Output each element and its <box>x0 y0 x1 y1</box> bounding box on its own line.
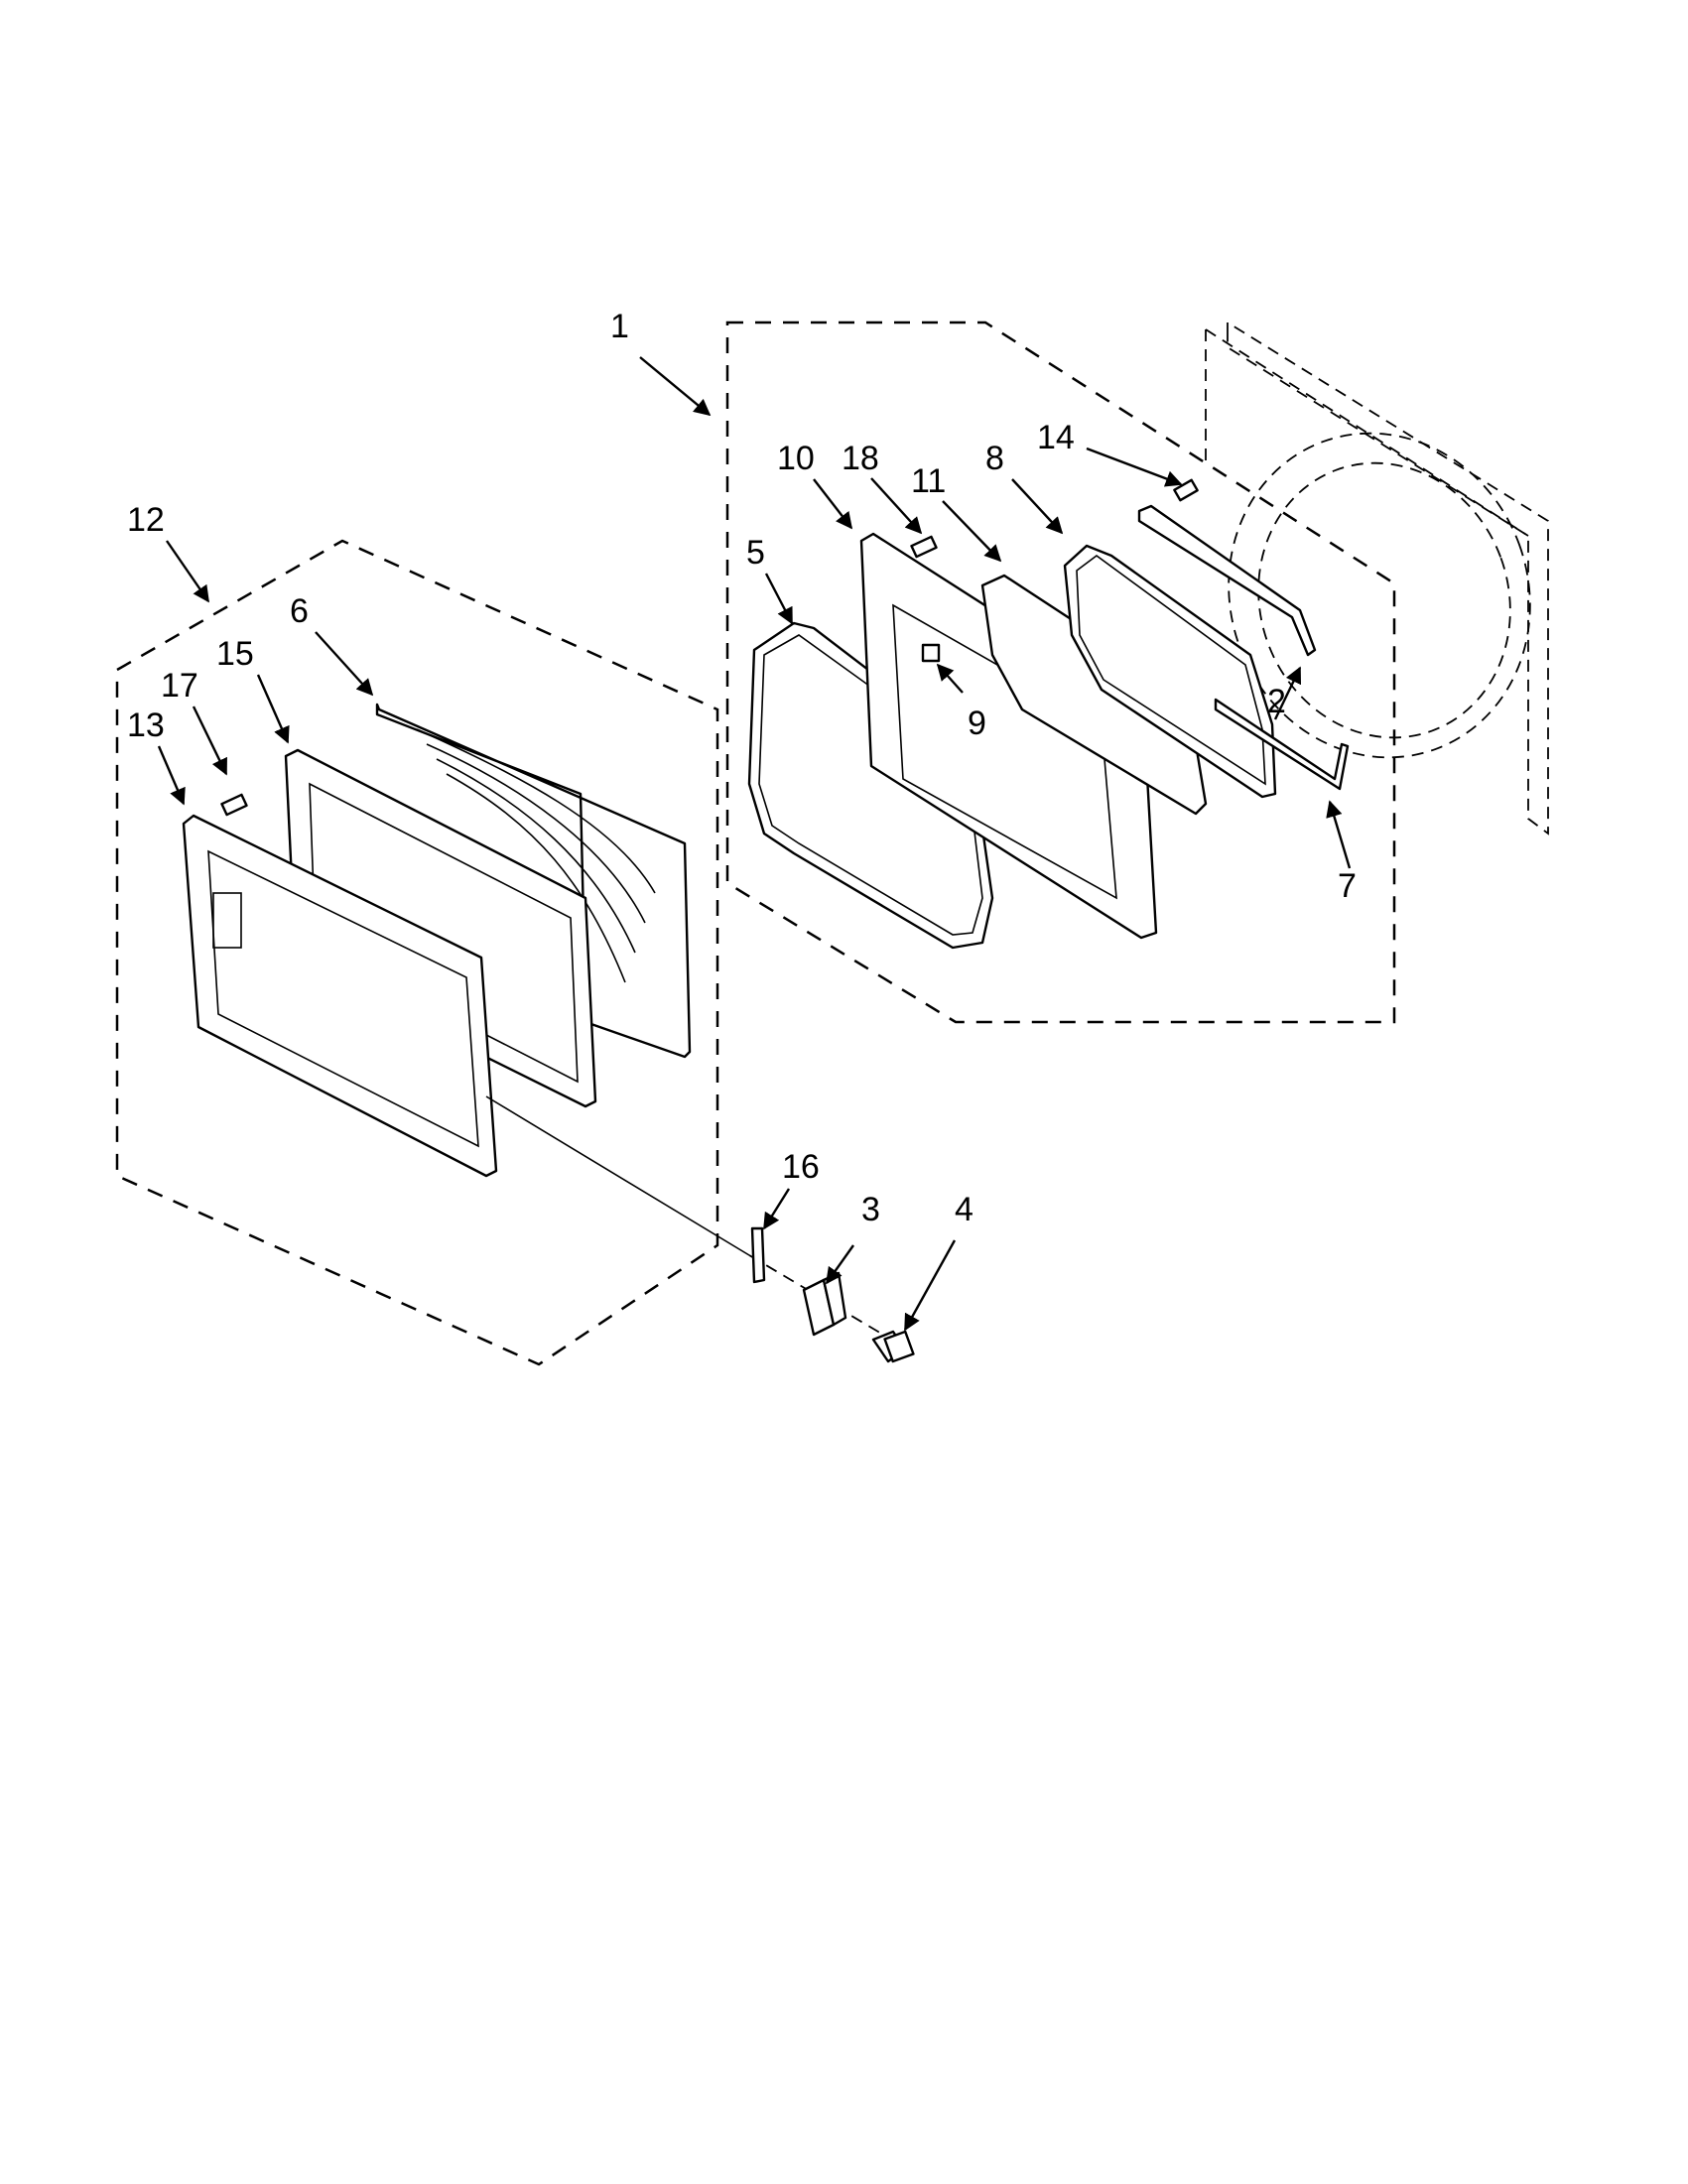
part-4-bolt <box>871 1330 915 1363</box>
assembly-1-boundary <box>725 321 1396 1024</box>
part-16-shim <box>750 1226 766 1284</box>
callout-11: 11 <box>911 462 946 500</box>
assembly-12-boundary <box>115 539 719 1366</box>
callout-3: 3 <box>861 1191 880 1228</box>
callout-9: 9 <box>968 705 986 742</box>
callout-10: 10 <box>777 440 815 477</box>
part-18-screw <box>910 535 938 559</box>
callout-2: 2 <box>1267 683 1286 720</box>
callout-16: 16 <box>782 1148 820 1186</box>
callout-15: 15 <box>216 635 254 673</box>
part-17-screw <box>220 793 248 817</box>
part-13-outer-frame <box>182 814 498 1178</box>
hinge-axis-line <box>485 1095 750 1256</box>
callout-17: 17 <box>161 667 198 705</box>
part-8-seal <box>1063 544 1277 799</box>
callout-8: 8 <box>985 440 1004 477</box>
hinge-axis-line-dashed <box>748 1254 884 1336</box>
part-6-insulation-mesh <box>375 703 692 1059</box>
callout-labels: 1 2 3 4 5 6 7 8 9 10 11 12 13 14 15 16 1… <box>127 308 1357 1228</box>
part-2-strip <box>1137 504 1317 657</box>
leader-lines <box>157 356 1352 1332</box>
callout-7: 7 <box>1338 867 1357 905</box>
callout-6: 6 <box>290 592 309 630</box>
part-7-strip <box>1214 698 1350 791</box>
part-14-screw <box>1173 478 1199 502</box>
callout-12: 12 <box>127 501 165 539</box>
callout-1: 1 <box>610 308 629 345</box>
cabinet-outline <box>1205 321 1549 835</box>
part-11-glass <box>980 574 1208 816</box>
callout-5: 5 <box>746 534 765 572</box>
part-3-hinge <box>802 1271 847 1337</box>
callout-4: 4 <box>955 1191 974 1228</box>
callout-18: 18 <box>842 440 879 477</box>
callout-13: 13 <box>127 707 165 744</box>
part-9-latch <box>921 643 941 663</box>
callout-14: 14 <box>1037 419 1075 456</box>
